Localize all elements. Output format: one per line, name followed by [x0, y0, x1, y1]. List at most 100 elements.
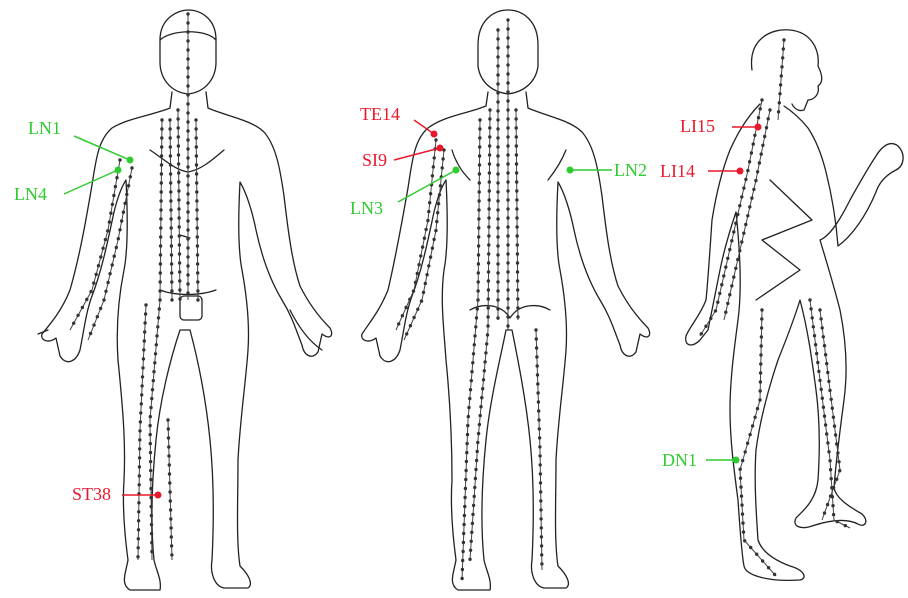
- meridian-dot: [516, 261, 519, 264]
- meridian-dot: [825, 362, 828, 365]
- meridian-dot: [425, 273, 428, 276]
- meridian-dot: [829, 468, 832, 471]
- meridian-dot: [506, 306, 509, 309]
- back-figure: [362, 10, 650, 590]
- meridian-dot: [496, 118, 499, 121]
- acupoint-ln4[interactable]: LN4: [14, 167, 122, 205]
- meridian-dot: [186, 156, 189, 159]
- meridian-dot: [167, 427, 170, 430]
- meridian-dot: [138, 429, 141, 432]
- meridian-dot: [753, 134, 756, 137]
- meridian-dot: [470, 379, 473, 382]
- meridian-dot: [106, 229, 109, 232]
- meridian-dot: [782, 47, 785, 50]
- meridian-dot: [478, 163, 481, 166]
- meridian-dot: [506, 135, 509, 138]
- meridian-dot: [831, 504, 834, 507]
- meridian-dot: [808, 298, 811, 301]
- meridian-dot: [515, 126, 518, 129]
- meridian-dot: [125, 193, 128, 196]
- meridian-dot: [465, 451, 468, 454]
- meridian-dot: [113, 255, 116, 258]
- meridian-dot: [186, 138, 189, 141]
- meridian-dot: [112, 194, 115, 197]
- meridian-dot: [506, 108, 509, 111]
- meridian-dot: [488, 171, 491, 174]
- meridian-dot: [186, 93, 189, 96]
- meridian-dot: [516, 279, 519, 282]
- acupoint-st38[interactable]: ST38: [72, 484, 162, 504]
- meridian-dot: [506, 261, 509, 264]
- meridian-dot: [441, 166, 444, 169]
- meridian-dot: [470, 370, 473, 373]
- meridian-dot: [724, 265, 727, 268]
- meridian-dot: [515, 216, 518, 219]
- meridian-dot: [827, 380, 830, 383]
- acupoint-dn1[interactable]: DN1: [662, 450, 740, 470]
- meridian-dot: [114, 185, 117, 188]
- meridian-dot: [404, 306, 407, 309]
- meridian-dot: [506, 198, 509, 201]
- meridian-dot: [746, 442, 749, 445]
- meridian-dot: [461, 550, 464, 553]
- meridian-dot: [412, 316, 415, 319]
- meridian-dot: [516, 288, 519, 291]
- acupoint-te14[interactable]: TE14: [360, 104, 438, 138]
- meridian-dot: [744, 178, 747, 181]
- meridian-dot: [487, 270, 490, 273]
- meridian-dot: [186, 291, 189, 294]
- acupoint-si9[interactable]: SI9: [362, 145, 444, 171]
- meridian-dot: [734, 222, 737, 225]
- acupoint-ln2[interactable]: LN2: [567, 160, 648, 180]
- meridian-dot: [471, 513, 474, 516]
- meridian-dot: [820, 388, 823, 391]
- meridian-dot: [472, 352, 475, 355]
- meridian-dot: [460, 577, 463, 580]
- meridian-dot: [178, 288, 181, 291]
- meridian-dot: [487, 243, 490, 246]
- meridian-dot: [821, 397, 824, 400]
- meridian-dot: [496, 145, 499, 148]
- meridian-dot: [515, 171, 518, 174]
- meridian-dot: [777, 110, 780, 113]
- meridian-dot: [740, 494, 743, 497]
- meridian-dot: [416, 272, 419, 275]
- meridian-dot: [76, 314, 79, 317]
- meridian-dot: [742, 232, 745, 235]
- meridian-dot: [830, 398, 833, 401]
- acupoint-li14[interactable]: LI14: [660, 161, 744, 181]
- meridian-dot: [89, 290, 92, 293]
- meridian-dot: [537, 418, 540, 421]
- meridian-dot: [177, 144, 180, 147]
- meridian-dot: [539, 499, 542, 502]
- meridian-dot: [416, 308, 419, 311]
- meridian-dot: [169, 136, 172, 139]
- meridian-dot: [506, 279, 509, 282]
- meridian-dot: [170, 262, 173, 265]
- meridian-dot: [141, 375, 144, 378]
- meridian-dot: [496, 73, 499, 76]
- meridian-dot: [108, 272, 111, 275]
- meridian-dot: [432, 238, 435, 241]
- meridian-dot: [477, 226, 480, 229]
- meridian-dot: [159, 217, 162, 220]
- meridian-dot: [186, 273, 189, 276]
- meridian-dot: [488, 189, 491, 192]
- meridian-dot: [818, 379, 821, 382]
- acupoint-label: LN2: [614, 160, 647, 180]
- meridian-dot: [477, 217, 480, 220]
- meridian-dot: [465, 460, 468, 463]
- acupoint-ln3[interactable]: LN3: [350, 167, 460, 219]
- meridian-dot: [700, 332, 703, 335]
- meridian-dot: [506, 99, 509, 102]
- meridian-dot: [118, 228, 121, 231]
- meridian-dot: [813, 334, 816, 337]
- meridian-dot: [169, 154, 172, 157]
- meridian-dot: [516, 297, 519, 300]
- meridian-dot: [160, 163, 163, 166]
- acupoint-li15[interactable]: LI15: [680, 116, 762, 136]
- meridian-dot: [149, 469, 152, 472]
- meridian-dot: [420, 299, 423, 302]
- meridian-dot: [176, 117, 179, 120]
- meridian-dot: [516, 234, 519, 237]
